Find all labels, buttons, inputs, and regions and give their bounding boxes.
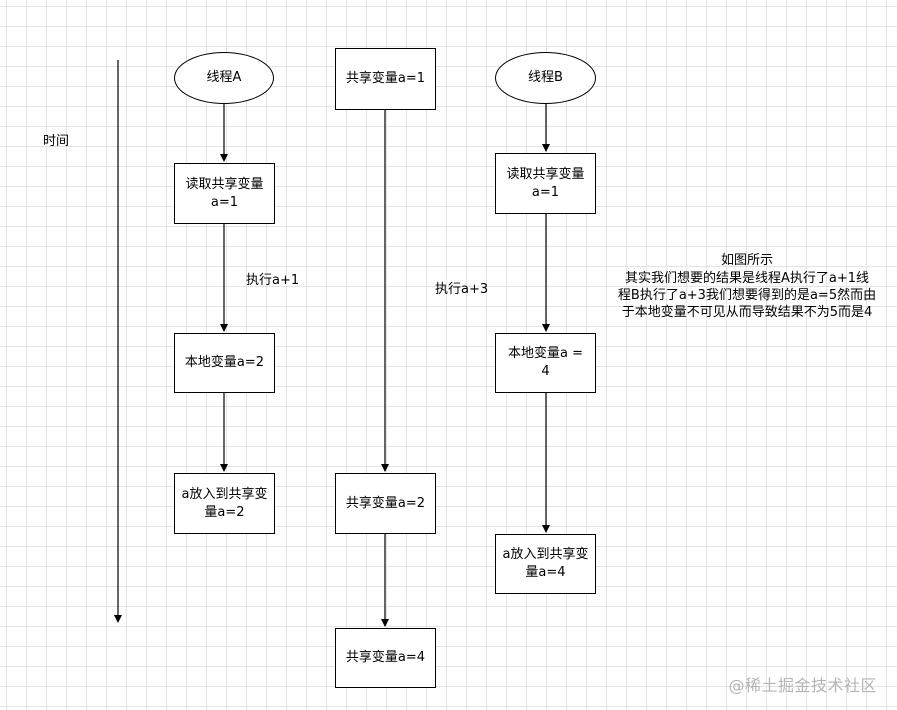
thread-a-operation-label: 执行a+1 [246, 273, 300, 288]
note-title: 如图所示 [720, 253, 773, 268]
thread-b-local-node[interactable]: 本地变量a = 4 [495, 333, 596, 393]
thread-a-read-node[interactable]: 读取共享变量 a=1 [174, 163, 275, 224]
thread-b-operation-label: 执行a+3 [435, 282, 489, 297]
thread-b-read-node[interactable]: 读取共享变量 a=1 [495, 153, 596, 214]
thread-b-write-node[interactable]: a放入到共享变 量a=4 [495, 534, 596, 594]
thread-a-write-node[interactable]: a放入到共享变 量a=2 [174, 473, 275, 534]
thread-b-start-node[interactable]: 线程B [495, 52, 596, 104]
time-label: 时间 [43, 134, 70, 149]
shared-initial-node[interactable]: 共享变量a=1 [335, 48, 436, 110]
thread-a-local-node[interactable]: 本地变量a=2 [174, 333, 275, 393]
shared-after-b-node[interactable]: 共享变量a=4 [335, 628, 436, 688]
note-body: 其实我们想要的结果是线程A执行了a+1线 程B执行了a+3我们想要得到的是a=5… [617, 271, 877, 320]
watermark: @稀土掘金技术社区 [728, 676, 877, 695]
thread-a-start-node[interactable]: 线程A [174, 52, 274, 104]
shared-after-a-node[interactable]: 共享变量a=2 [335, 473, 436, 534]
